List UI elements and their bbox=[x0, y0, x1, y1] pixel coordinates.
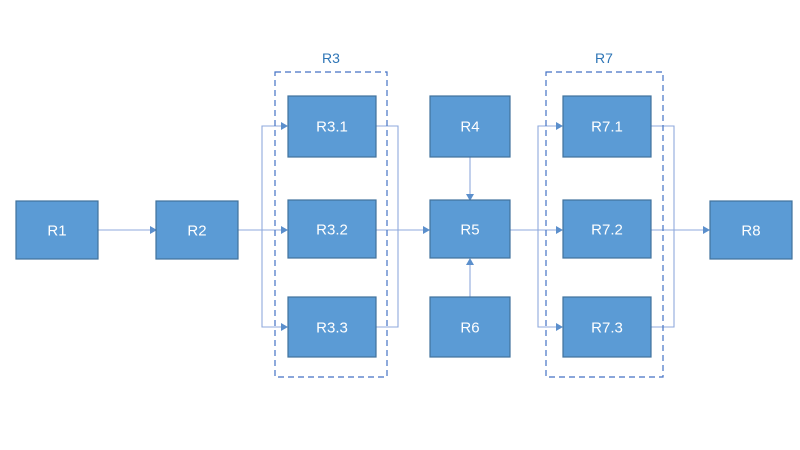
edge-r5-r7-fanout bbox=[510, 122, 563, 331]
node-r7-1[interactable]: R7.1 bbox=[562, 95, 652, 158]
node-r5[interactable]: R5 bbox=[429, 199, 511, 259]
node-r6-box[interactable] bbox=[429, 296, 511, 358]
node-r6-label: R6 bbox=[460, 320, 479, 337]
node-r1[interactable]: R1 bbox=[15, 200, 99, 260]
node-r2-box[interactable] bbox=[155, 200, 239, 260]
node-r1-box[interactable] bbox=[15, 200, 99, 260]
node-r6[interactable]: R6 bbox=[429, 296, 511, 358]
node-r7-3-box[interactable] bbox=[562, 296, 652, 358]
node-r3-2-box[interactable] bbox=[287, 199, 377, 259]
edge-r3-r5-fanin bbox=[376, 125, 430, 328]
node-r3-1-label: R3.1 bbox=[316, 119, 348, 136]
node-layer: R1 R2 R3.1 R3.2 R3.3 R4 bbox=[15, 95, 793, 358]
node-r3-1[interactable]: R3.1 bbox=[287, 95, 377, 158]
edge-r7-r8-fanin bbox=[651, 125, 710, 328]
arrow-head-icon bbox=[423, 226, 430, 234]
node-r7-1-box[interactable] bbox=[562, 95, 652, 158]
node-r3-2-label: R3.2 bbox=[316, 222, 348, 239]
node-r7-3-label: R7.3 bbox=[591, 320, 623, 337]
node-r1-label: R1 bbox=[47, 223, 66, 240]
group-layer: R3 R7 bbox=[274, 50, 664, 378]
node-r2-label: R2 bbox=[187, 223, 206, 240]
group-r3-label: R3 bbox=[322, 50, 340, 66]
edge-r2-r3-fanout bbox=[238, 122, 288, 331]
node-r5-box[interactable] bbox=[429, 199, 511, 259]
node-r7-3[interactable]: R7.3 bbox=[562, 296, 652, 358]
node-r8-label: R8 bbox=[741, 223, 760, 240]
node-r7-2[interactable]: R7.2 bbox=[562, 199, 652, 259]
node-r3-1-box[interactable] bbox=[287, 95, 377, 158]
edge-r4-r5 bbox=[466, 157, 474, 201]
node-r4[interactable]: R4 bbox=[429, 95, 511, 158]
arrow-head-icon bbox=[466, 258, 474, 265]
arrow-head-icon bbox=[556, 323, 563, 331]
group-r3-boundary[interactable] bbox=[274, 71, 388, 378]
arrow-head-icon bbox=[150, 226, 157, 234]
node-r7-1-label: R7.1 bbox=[591, 119, 623, 136]
node-r3-2[interactable]: R3.2 bbox=[287, 199, 377, 259]
arrow-head-icon bbox=[281, 226, 288, 234]
group-r7[interactable]: R7 bbox=[545, 50, 664, 378]
connector-layer bbox=[98, 122, 710, 331]
edge-r6-r5 bbox=[466, 258, 474, 297]
arrow-head-icon bbox=[466, 194, 474, 201]
arrow-head-icon bbox=[703, 226, 710, 234]
node-r4-box[interactable] bbox=[429, 95, 511, 158]
group-r3[interactable]: R3 bbox=[274, 50, 388, 378]
arrow-head-icon bbox=[556, 122, 563, 130]
node-r8[interactable]: R8 bbox=[709, 200, 793, 260]
node-r3-3-box[interactable] bbox=[287, 296, 377, 358]
group-r7-boundary[interactable] bbox=[545, 71, 664, 378]
node-r4-label: R4 bbox=[460, 119, 479, 136]
edge-r1-r2 bbox=[98, 226, 157, 234]
node-r3-3-label: R3.3 bbox=[316, 320, 348, 337]
node-r7-2-box[interactable] bbox=[562, 199, 652, 259]
arrow-head-icon bbox=[556, 226, 563, 234]
group-r7-label: R7 bbox=[595, 50, 613, 66]
node-r7-2-label: R7.2 bbox=[591, 222, 623, 239]
node-r2[interactable]: R2 bbox=[155, 200, 239, 260]
arrow-head-icon bbox=[281, 323, 288, 331]
node-r5-label: R5 bbox=[460, 222, 479, 239]
node-r3-3[interactable]: R3.3 bbox=[287, 296, 377, 358]
node-r8-box[interactable] bbox=[709, 200, 793, 260]
arrow-head-icon bbox=[281, 122, 288, 130]
